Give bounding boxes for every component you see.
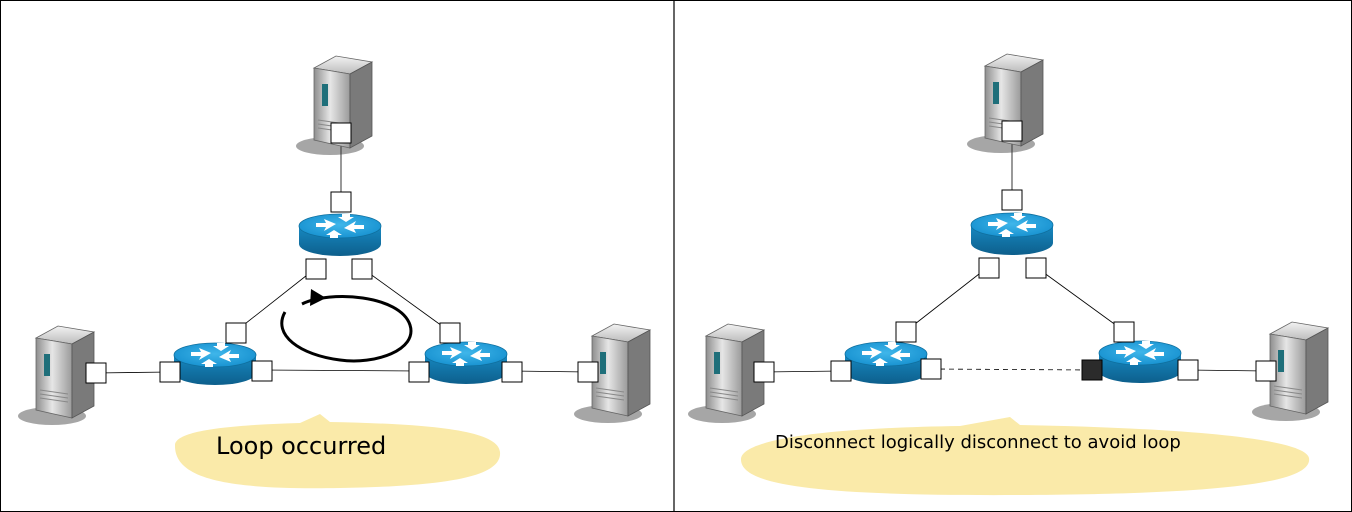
router-icon (1098, 340, 1182, 384)
link-right-server-router (511, 370, 589, 373)
port-square (408, 361, 430, 383)
port-square (225, 322, 247, 344)
link-top-right-router (361, 267, 450, 332)
port-square (1001, 189, 1023, 211)
port-square (577, 361, 599, 383)
link-left-server-router (95, 371, 171, 374)
link-top-right-router (1035, 266, 1125, 332)
caption-right: Disconnect logically disconnect to avoid… (775, 432, 1181, 453)
router-icon (173, 342, 257, 386)
link-left-right-router (261, 369, 420, 372)
blocked-port (1081, 359, 1103, 381)
port-square (159, 361, 181, 383)
port-square (920, 358, 942, 380)
link-left-server-router (763, 370, 842, 373)
port-square (251, 360, 273, 382)
server-icon (687, 323, 765, 424)
port-square (330, 191, 352, 213)
link-top-left-router (905, 266, 989, 332)
router-icon (424, 341, 508, 385)
port-square (895, 321, 917, 343)
port-square (305, 258, 327, 280)
port-square (439, 322, 461, 344)
server-icon (17, 325, 95, 426)
loop-arrow-icon (280, 289, 413, 363)
port-square (330, 122, 352, 144)
link-blocked (930, 368, 1093, 371)
router-icon (970, 212, 1054, 256)
port-square (85, 362, 107, 384)
port-square (830, 360, 852, 382)
caption-left: Loop occurred (216, 432, 386, 460)
port-square (1113, 321, 1135, 343)
caption-callout (740, 417, 1310, 496)
port-square (501, 361, 523, 383)
router-icon (298, 213, 382, 257)
router-icon (844, 341, 928, 385)
port-square (1025, 257, 1047, 279)
port-square (1255, 360, 1277, 382)
port-square (1177, 359, 1199, 381)
port-square (351, 258, 373, 280)
port-square (753, 361, 775, 383)
right-panel: Disconnect logically disconnect to avoid… (687, 53, 1329, 496)
link-top-left-router (235, 267, 317, 332)
left-panel: Loop occurred (17, 55, 651, 489)
port-square (1001, 120, 1023, 142)
caption-callout (174, 414, 501, 489)
port-square (978, 257, 1000, 279)
link-right-server-router (1187, 369, 1267, 372)
